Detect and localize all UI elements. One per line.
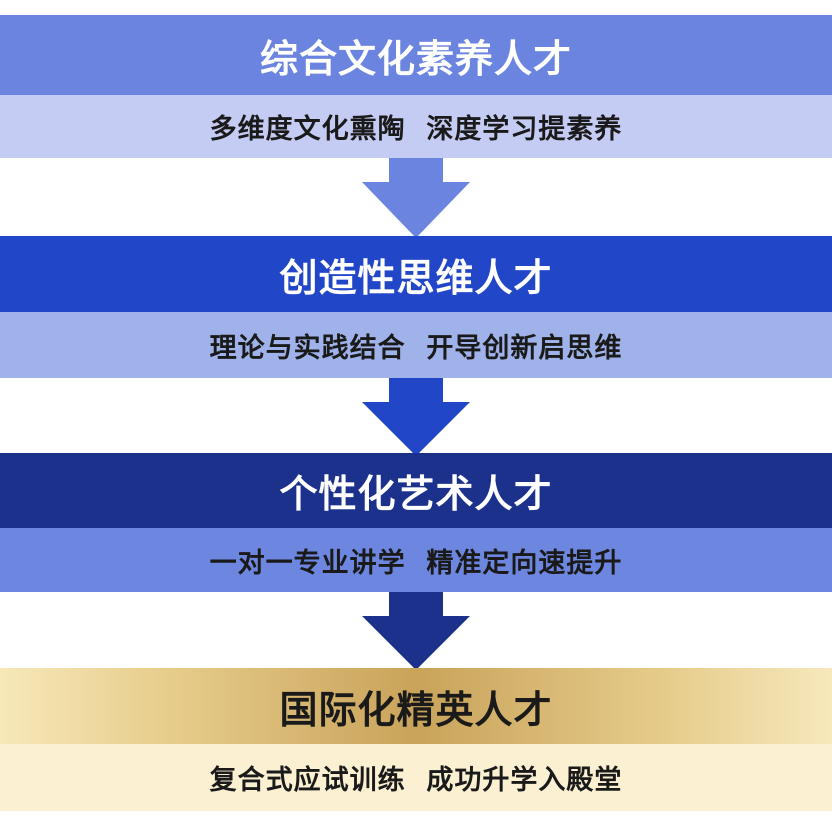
stage-1-title-bar: 综合文化素养人才 <box>0 15 832 95</box>
stage-3-subtitle: 一对一专业讲学 精准定向速提升 <box>209 547 623 579</box>
stage-2-title: 创造性思维人才 <box>279 255 553 300</box>
stage-1-subtitle: 多维度文化熏陶 深度学习提素养 <box>209 114 623 145</box>
down-arrow-2-icon <box>362 378 470 456</box>
stage-2-subtitle: 理论与实践结合 开导创新启思维 <box>209 332 623 364</box>
stage-1-subtitle-bar: 多维度文化熏陶 深度学习提素养 <box>0 95 832 158</box>
stage-1-title: 综合文化素养人才 <box>259 36 572 81</box>
stage-4-subtitle: 复合式应试训练 成功升学入殿堂 <box>209 765 623 796</box>
stage-2-title-bar: 创造性思维人才 <box>0 236 832 312</box>
stage-4-title: 国际化精英人才 <box>279 687 553 732</box>
stage-4-title-bar: 国际化精英人才 <box>0 668 832 744</box>
stage-3-title-bar: 个性化艺术人才 <box>0 453 832 528</box>
stage-3-subtitle-bar: 一对一专业讲学 精准定向速提升 <box>0 528 832 592</box>
down-arrow-1-icon <box>362 158 470 238</box>
down-arrow-3-icon <box>362 592 470 670</box>
stage-3-title: 个性化艺术人才 <box>279 472 553 516</box>
stage-4-subtitle-bar: 复合式应试训练 成功升学入殿堂 <box>0 744 832 811</box>
stage-2-subtitle-bar: 理论与实践结合 开导创新启思维 <box>0 312 832 378</box>
